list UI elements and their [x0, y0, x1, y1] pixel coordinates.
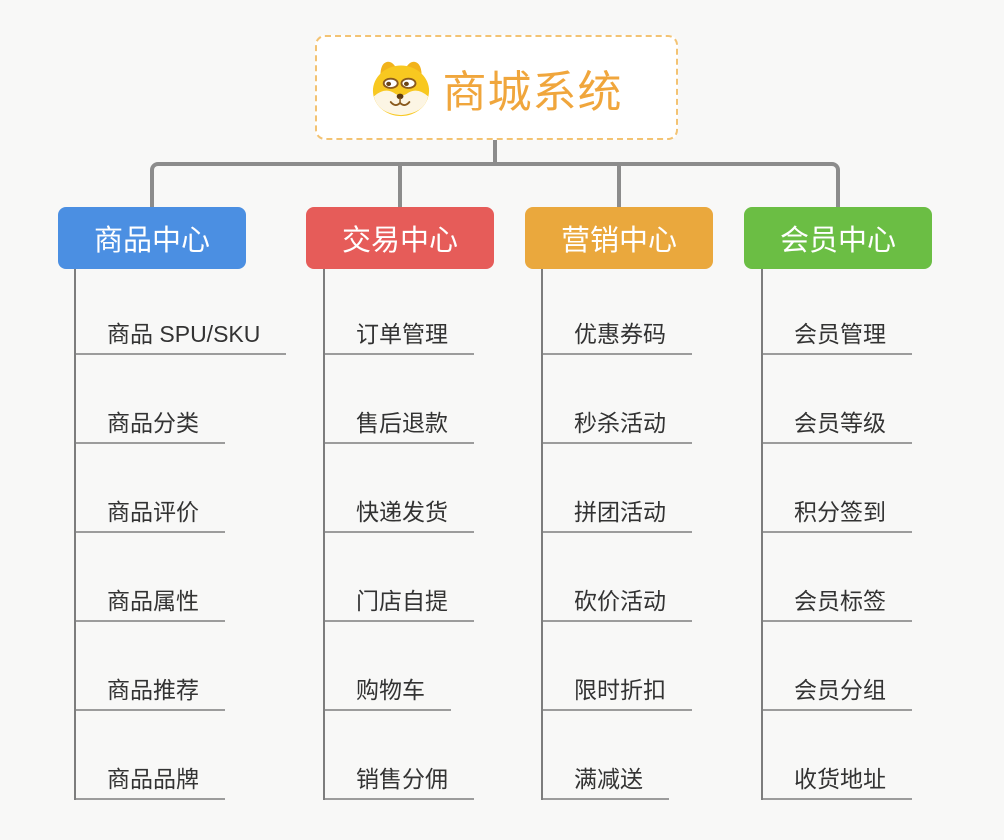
leaf-item[interactable]: 秒杀活动	[543, 355, 692, 444]
leaf-label: 商品 SPU/SKU	[107, 321, 261, 347]
leaf-label: 拼团活动	[574, 499, 666, 525]
branch-label: 营销中心	[560, 225, 677, 257]
leaf-label: 购物车	[356, 677, 425, 703]
leaf-label: 收货地址	[794, 766, 886, 792]
connector-drop	[617, 166, 621, 207]
leaf-label: 商品属性	[107, 588, 199, 614]
leaf-item[interactable]: 砍价活动	[543, 533, 692, 622]
connector-rail	[150, 162, 840, 207]
connector-root-stub	[493, 140, 497, 164]
leaf-item[interactable]: 限时折扣	[543, 622, 692, 711]
leaf-item[interactable]: 购物车	[325, 622, 451, 711]
leaf-column-member-center: 会员管理会员等级积分签到会员标签会员分组收货地址	[761, 269, 912, 800]
leaf-label: 售后退款	[356, 410, 448, 436]
leaf-column-trade-center: 订单管理售后退款快递发货门店自提购物车销售分佣	[323, 269, 474, 800]
leaf-label: 商品评价	[107, 499, 199, 525]
leaf-item[interactable]: 会员管理	[763, 269, 912, 355]
leaf-item[interactable]: 售后退款	[325, 355, 474, 444]
root-title: 商城系统	[442, 67, 623, 117]
leaf-label: 商品推荐	[107, 677, 199, 703]
leaf-item[interactable]: 拼团活动	[543, 444, 692, 533]
leaf-label: 快递发货	[356, 499, 448, 525]
leaf-item[interactable]: 商品 SPU/SKU	[76, 269, 287, 355]
leaf-item[interactable]: 会员标签	[763, 533, 912, 622]
leaf-item[interactable]: 销售分佣	[325, 711, 474, 800]
root-node[interactable]: 商城系统	[315, 35, 678, 140]
leaf-item[interactable]: 收货地址	[763, 711, 912, 800]
leaf-label: 商品品牌	[107, 766, 199, 792]
leaf-label: 销售分佣	[356, 766, 448, 792]
leaf-column-marketing-center: 优惠券码秒杀活动拼团活动砍价活动限时折扣满减送	[541, 269, 692, 800]
branch-member-center[interactable]: 会员中心	[744, 207, 932, 269]
leaf-label: 优惠券码	[574, 321, 666, 347]
leaf-label: 商品分类	[107, 410, 199, 436]
branch-product-center[interactable]: 商品中心	[58, 207, 246, 269]
leaf-label: 秒杀活动	[574, 410, 666, 436]
branch-label: 会员中心	[779, 225, 896, 257]
leaf-label: 限时折扣	[574, 677, 666, 703]
leaf-column-product-center: 商品 SPU/SKU 商品分类商品评价商品属性商品推荐商品品牌	[74, 269, 287, 800]
leaf-label: 会员管理	[794, 321, 886, 347]
leaf-label: 会员分组	[794, 677, 886, 703]
leaf-label: 门店自提	[356, 588, 448, 614]
dog-icon	[371, 59, 431, 117]
leaf-item[interactable]: 积分签到	[763, 444, 912, 533]
branch-label: 商品中心	[93, 225, 210, 257]
leaf-item[interactable]: 商品分类	[76, 355, 225, 444]
leaf-item[interactable]: 订单管理	[325, 269, 474, 355]
leaf-label: 会员等级	[794, 410, 886, 436]
leaf-item[interactable]: 会员分组	[763, 622, 912, 711]
leaf-label: 满减送	[574, 766, 643, 792]
leaf-item[interactable]: 快递发货	[325, 444, 474, 533]
leaf-item[interactable]: 优惠券码	[543, 269, 692, 355]
leaf-item[interactable]: 商品推荐	[76, 622, 225, 711]
leaf-label: 会员标签	[794, 588, 886, 614]
branch-trade-center[interactable]: 交易中心	[306, 207, 494, 269]
leaf-item[interactable]: 门店自提	[325, 533, 474, 622]
leaf-item[interactable]: 满减送	[543, 711, 669, 800]
branch-label: 交易中心	[341, 225, 458, 257]
leaf-label: 砍价活动	[574, 588, 666, 614]
leaf-item[interactable]: 商品评价	[76, 444, 225, 533]
leaf-item[interactable]: 商品属性	[76, 533, 225, 622]
leaf-label: 积分签到	[794, 499, 886, 525]
leaf-item[interactable]: 会员等级	[763, 355, 912, 444]
leaf-label: 订单管理	[356, 321, 448, 347]
connector-drop	[398, 166, 402, 207]
leaf-item[interactable]: 商品品牌	[76, 711, 225, 800]
branch-marketing-center[interactable]: 营销中心	[525, 207, 713, 269]
